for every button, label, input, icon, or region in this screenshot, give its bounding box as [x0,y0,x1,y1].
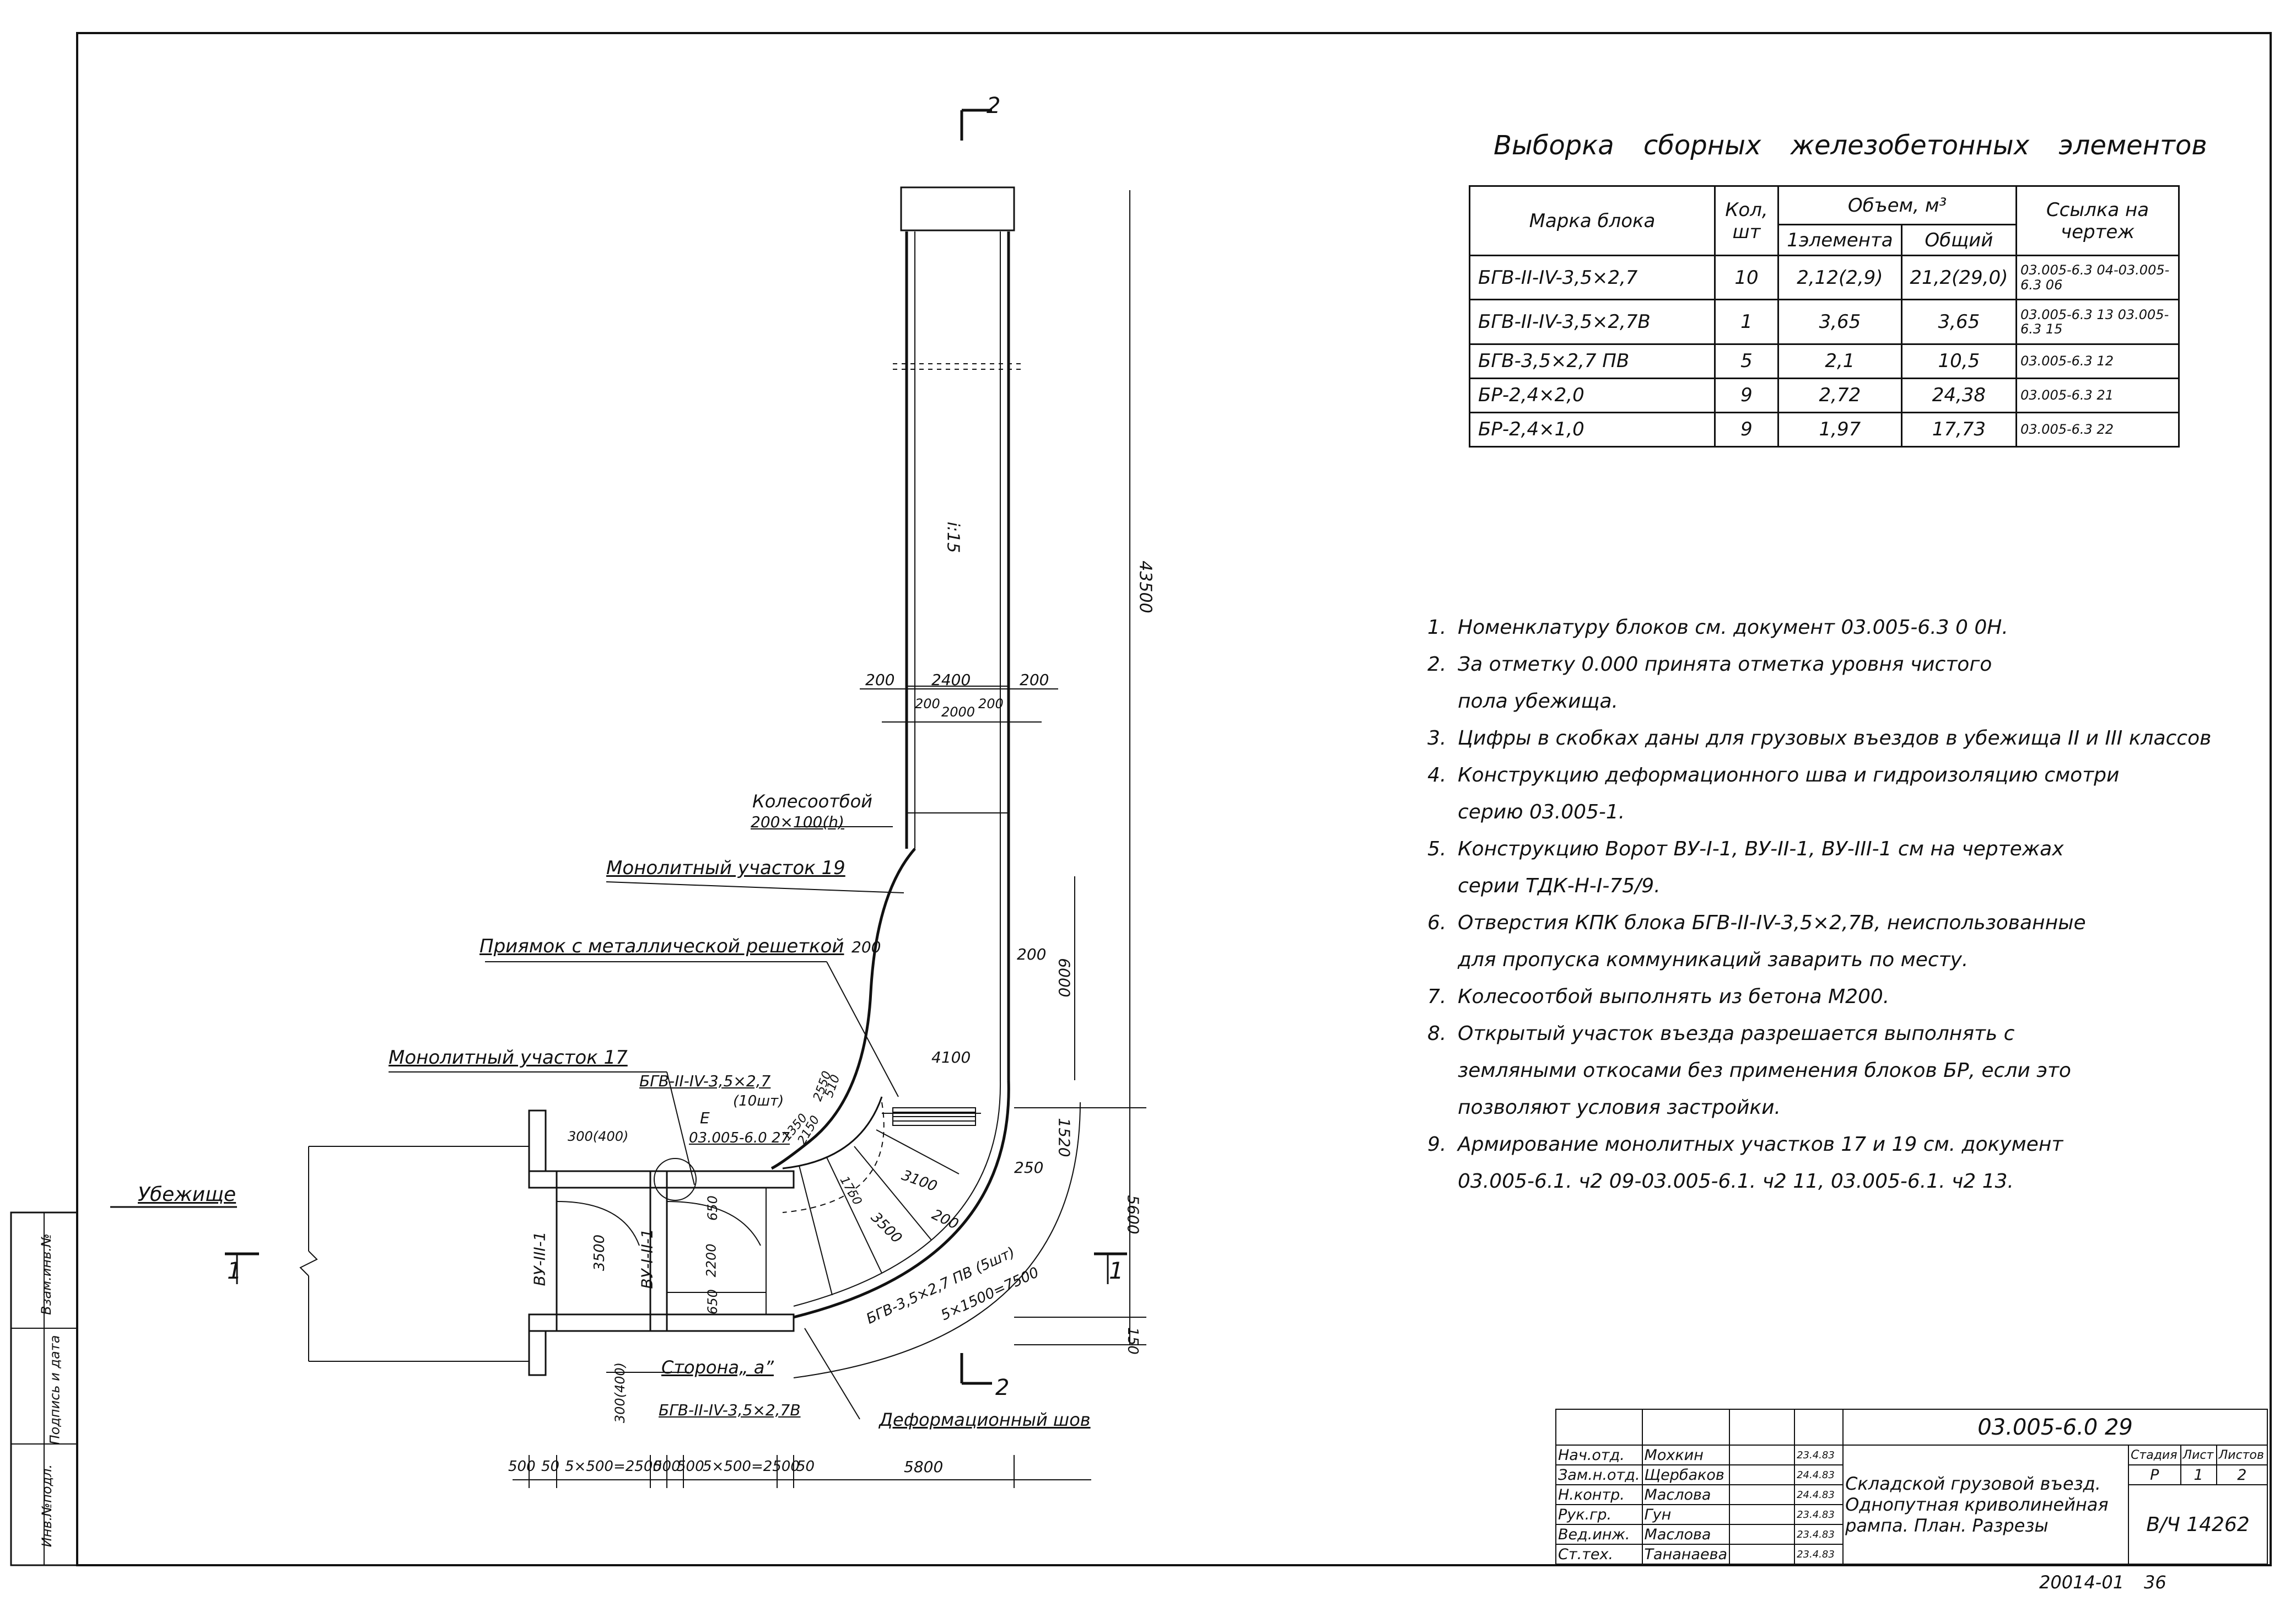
dim-650-top: 650 [704,1195,720,1221]
bottom-dim-7: 50 [796,1458,815,1475]
dim-6000: 6000 [1055,958,1074,998]
label-block-1: БГВ-II-IV-3,5×2,7 [639,1072,771,1090]
bottom-dim-1: 500 [508,1458,536,1475]
dim-200-left: 200 [865,671,895,689]
dim-300-400-top: 300(400) [568,1129,629,1144]
label-shelter: Убежище [138,1183,236,1206]
section-1-left-label: 1 [227,1257,242,1284]
section-1-right-label: 1 [1109,1257,1124,1284]
section-2-bottom-label: 2 [995,1375,1010,1400]
dim-3500: 3500 [591,1234,608,1271]
label-mono-17: Монолитный участок 17 [389,1047,628,1069]
label-block-1-count: (10шт) [733,1093,784,1109]
note-item: 9.Армирование монолитных участков 17 и 1… [1427,1133,2063,1193]
dim-200-inner-left: 200 [915,696,940,712]
bottom-dim-8: 5800 [904,1458,944,1476]
notes-list: 1.Номенклатуру блоков см. документ 03.00… [1427,609,2232,1200]
dim-2000: 2000 [941,704,975,720]
side-stamp-replace: Взам.инв.№ [38,1233,54,1315]
label-drawing-ref: 03.005-6.0 27 [689,1130,790,1146]
bottom-dim-2: 50 [541,1458,560,1475]
header-mark: Марка блока [1469,185,1716,256]
side-stamp-sign: Подпись и дата [47,1335,63,1445]
dim-650-bottom: 650 [704,1289,720,1314]
footer-code: 20014-01 [2039,1572,2125,1593]
note-item: 5.Конструкцию Ворот ВУ-I-1, ВУ-II-1, ВУ-… [1427,838,2064,897]
note-item: 4.Конструкцию деформационного шва и гидр… [1427,764,2120,823]
table-row: БР-2,4×1,0 9 1,97 17,73 03.005-6.3 22 [1469,411,2180,448]
slope-label: i:15 [943,521,963,553]
dim-4100: 4100 [931,1048,971,1066]
label-block-2: БГВ-II-IV-3,5×2,7В [659,1401,801,1419]
label-pit: Приямок с металлической решеткой [479,935,844,957]
dim-43500: 43500 [1135,561,1155,613]
dim-250: 250 [1014,1158,1044,1177]
dim-150: 150 [1124,1327,1141,1355]
dim-200-right: 200 [1020,671,1049,689]
note-item: 7.Колесоотбой выполнять из бетона М200. [1427,985,1890,1008]
bottom-dim-4: 500 [653,1458,681,1475]
header-vol-total: Общий [1900,224,2018,256]
note-item: 1.Номенклатуру блоков см. документ 03.00… [1427,616,2008,639]
table-row: БР-2,4×2,0 9 2,72 24,38 03.005-6.3 21 [1469,377,2180,413]
label-joint: Деформационный шов [879,1409,1091,1430]
dim-200-wall: 200 [851,938,881,956]
footer-page: 36 [2144,1572,2166,1593]
doc-number: 03.005-6.0 29 [1842,1408,2268,1446]
label-E: Е [700,1109,710,1127]
organization: В/Ч 14262 [2128,1484,2268,1565]
dim-1520: 1520 [1055,1118,1074,1157]
table-row: БГВ-3,5×2,7 ПВ 5 2,1 10,5 03.005-6.3 12 [1469,343,2180,379]
dim-2200: 2200 [703,1243,719,1278]
side-stamp-inv: Инв.№подл. [39,1464,55,1548]
dim-5600: 5600 [1124,1195,1142,1235]
bottom-dim-5: 500 [677,1458,704,1475]
note-item: 6.Отверстия КПК блока БГВ-II-IV-3,5×2,7В… [1427,912,2086,971]
table-row: БГВ-II-IV-3,5×2,7В 1 3,65 3,65 03.005-6.… [1469,299,2180,345]
label-mono-19: Монолитный участок 19 [606,857,845,879]
note-item: 3.Цифры в скобках даны для грузовых въез… [1427,727,2212,750]
bottom-dim-3: 5×500=2500 [565,1458,662,1475]
section-2-top-label: 2 [987,93,1001,118]
header-ref: Ссылка на чертеж [2015,185,2180,256]
dim-200-wall-right: 200 [1017,945,1047,963]
table-row: БГВ-II-IV-3,5×2,7 10 2,12(2,9) 21,2(29,0… [1469,254,2180,301]
dim-200-inner-right: 200 [978,696,1004,712]
header-volume: Объем, м³ [1777,185,2017,225]
elements-table: Марка блока Кол, шт Объем, м³ Ссылка на … [1469,185,2180,448]
label-gate-2: ВУ-I-II-1 [638,1228,656,1289]
label-gate-1: ВУ-III-1 [530,1231,549,1286]
bottom-dim-6: 5×500=2500 [703,1458,800,1475]
drawing-title: Складской грузовой въезд. Однопутная кри… [1842,1445,2130,1565]
label-side-a: Сторона„ а” [661,1357,774,1378]
table-title: Выборка сборных железобетонных элементов [1494,130,2207,161]
note-item: 8.Открытый участок въезда разрешается вы… [1427,1022,2071,1119]
label-bump: Колесоотбой [752,791,872,812]
dim-300-400-bottom: 300(400) [612,1362,628,1424]
note-item: 2.За отметку 0.000 принята отметка уровн… [1427,653,1992,713]
title-block: 03.005-6.0 29 Нач.отд. Мохкин 23.4.83 Ск… [1555,1408,2268,1565]
header-qty: Кол, шт [1714,185,1779,256]
dim-2400: 2400 [931,671,971,689]
label-bump-size: 200×100(h) [751,813,844,831]
header-vol-element: 1элемента [1777,224,1902,256]
